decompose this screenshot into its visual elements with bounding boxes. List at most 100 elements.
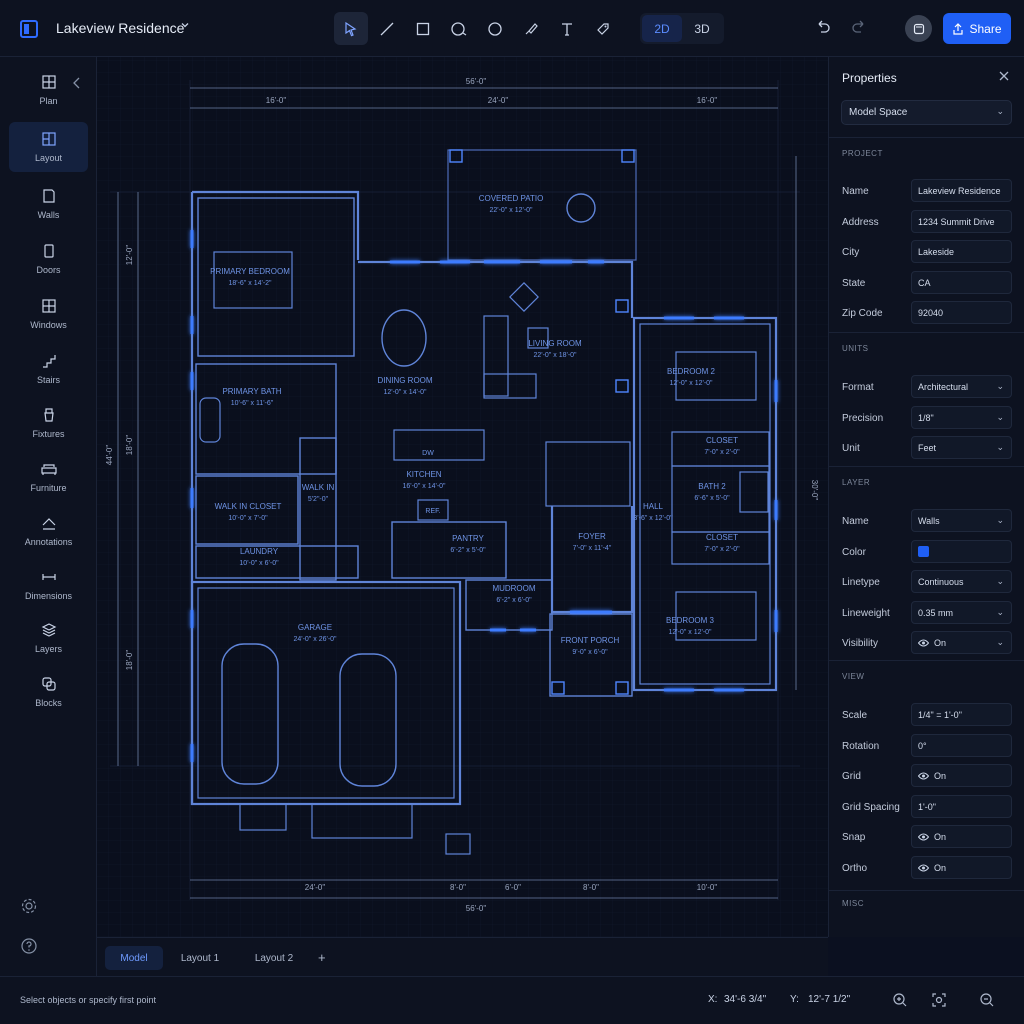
sidebar-item-doors[interactable]: Doors: [9, 234, 88, 284]
project-state-field[interactable]: CA: [911, 270, 1012, 294]
project-address-value: 1234 Summit Drive: [918, 216, 995, 227]
view-grid-field[interactable]: On: [911, 764, 1012, 788]
room-label-hall: HALL: [643, 502, 664, 511]
share-icon: [953, 22, 964, 35]
collapse-sidebar-icon[interactable]: [72, 77, 82, 92]
rectangle-tool-icon[interactable]: [406, 12, 440, 45]
tab-layout-2[interactable]: Layout 2: [254, 952, 294, 964]
project-name-field[interactable]: Lakeview Residence: [911, 179, 1012, 202]
add-tab-icon[interactable]: +: [318, 950, 326, 965]
units-precision-label: Precision: [842, 412, 884, 424]
dim-left-segment: 12'-0": [125, 245, 134, 266]
sidebar-item-label: Doors: [36, 265, 61, 275]
dim-bottom-segment: 24'-0": [305, 883, 326, 892]
layer-color-field[interactable]: [911, 539, 1012, 563]
sidebar-item-layout[interactable]: Layout: [9, 122, 88, 172]
chevron-down-icon[interactable]: [180, 19, 190, 33]
view-2d-button[interactable]: 2D: [642, 15, 682, 42]
layer-visibility-field[interactable]: On⌄: [911, 631, 1012, 655]
project-state-label: State: [842, 277, 866, 289]
room-size-front-porch: 9'-0" x 6'-0": [572, 649, 608, 656]
line-tool-icon[interactable]: [370, 12, 404, 45]
sidebar-item-furniture[interactable]: Furniture: [9, 452, 88, 502]
dim-bottom-segment: 10'-0": [697, 883, 718, 892]
room-size-walk-in-closet: 10'-0" x 7'-0": [228, 515, 268, 522]
layer-lineweight-field[interactable]: 0.35 mm⌄: [911, 600, 1012, 624]
layout-icon: [41, 132, 56, 146]
sidebar-item-layers[interactable]: Layers: [9, 613, 88, 663]
view-snap-value: On: [934, 832, 947, 843]
section-header-layer: LAYER: [842, 478, 871, 487]
layer-linetype-field[interactable]: Continuous⌄: [911, 570, 1012, 594]
window-icon: [41, 299, 56, 313]
view-grid-spacing-field[interactable]: 1'-0": [911, 794, 1012, 818]
redo-icon[interactable]: [850, 18, 868, 41]
room-size-primary-bedroom: 18'-6" x 14'-2": [228, 280, 272, 287]
brush-tool-icon[interactable]: [514, 12, 548, 45]
dim-bottom-segment: 8'-0": [583, 883, 599, 892]
sidebar-item-annotations[interactable]: Annotations: [9, 506, 88, 556]
sidebar-item-stairs[interactable]: Stairs: [9, 344, 88, 394]
zoom-out-icon[interactable]: [979, 992, 995, 1013]
view-grid-value: On: [934, 771, 947, 782]
view-grid-label: Grid: [842, 771, 861, 783]
room-size-garage: 24'-0" x 26'-0": [293, 636, 337, 643]
zoom-in-icon[interactable]: [892, 992, 908, 1013]
view-rotation-field[interactable]: 0°: [911, 733, 1012, 757]
project-city-field[interactable]: Lakeside: [911, 240, 1012, 264]
units-unit-field[interactable]: Feet⌄: [911, 436, 1012, 460]
help-icon[interactable]: [20, 937, 38, 960]
room-label-front-porch: FRONT PORCH: [561, 636, 620, 645]
project-address-field[interactable]: 1234 Summit Drive: [911, 209, 1012, 233]
view-scale-field[interactable]: 1/4" = 1'-0": [911, 703, 1012, 726]
app-logo-icon[interactable]: [20, 20, 38, 38]
select-tool-icon[interactable]: [334, 12, 368, 45]
project-title[interactable]: Lakeview Residence: [56, 20, 185, 36]
sidebar-item-walls[interactable]: Walls: [9, 179, 88, 229]
room-size-hall: 3'-6" x 12'-0": [633, 515, 673, 522]
project-zip-code-field[interactable]: 92040: [911, 301, 1012, 325]
project-zip-code-value: 92040: [918, 308, 944, 319]
room-label-laundry: LAUNDRY: [240, 547, 279, 556]
sidebar-item-windows[interactable]: Windows: [9, 289, 88, 339]
units-unit-label: Unit: [842, 443, 860, 455]
status-bar: Select objects or specify first point X:…: [0, 976, 1024, 1024]
sidebar-item-plan[interactable]: Plan: [9, 65, 88, 115]
settings-icon[interactable]: [20, 897, 38, 920]
dim-bottom-segment: 6'-0": [505, 883, 521, 892]
avatar[interactable]: [905, 15, 932, 42]
close-icon[interactable]: [999, 70, 1009, 84]
room-label-garage: GARAGE: [298, 623, 332, 632]
circle-tool-icon[interactable]: [442, 12, 476, 45]
sidebar-item-blocks[interactable]: Blocks: [9, 667, 88, 717]
tab-model[interactable]: Model: [105, 946, 163, 970]
room-label-primary-bath: PRIMARY BATH: [222, 387, 281, 396]
ellipse-tool-icon[interactable]: [478, 12, 512, 45]
tab-layout-1[interactable]: Layout 1: [180, 952, 220, 964]
zoom-extents-icon[interactable]: [931, 992, 947, 1013]
room-size-dining-room: 12'-0" x 14'-0": [383, 389, 427, 396]
y-coord-label: Y:: [790, 994, 799, 1005]
layer-name-field[interactable]: Walls⌄: [911, 509, 1012, 532]
room-size-kitchen: 16'-0" x 14'-0": [402, 483, 446, 490]
sofa-icon: [40, 464, 57, 475]
units-precision-field[interactable]: 1/8"⌄: [911, 405, 1012, 429]
sidebar-item-dimensions[interactable]: Dimensions: [9, 560, 88, 610]
view-3d-button[interactable]: 3D: [694, 21, 710, 36]
sidebar-item-fixtures[interactable]: Fixtures: [9, 398, 88, 448]
section-header-misc: MISC: [842, 899, 864, 908]
view-snap-field[interactable]: On: [911, 825, 1012, 849]
section-header-units: UNITS: [842, 344, 869, 353]
view-ortho-field[interactable]: On: [911, 856, 1012, 879]
project-name-label: Name: [842, 186, 869, 197]
top-bar: Lakeview Residence 2D 3D: [0, 0, 1024, 57]
units-format-field[interactable]: Architectural⌄: [911, 375, 1012, 398]
text-tool-icon[interactable]: [550, 12, 584, 45]
share-button[interactable]: Share: [943, 13, 1011, 44]
units-unit-value: Feet: [918, 443, 937, 454]
tag-tool-icon[interactable]: [586, 12, 620, 45]
undo-icon[interactable]: [814, 18, 832, 41]
layer-lineweight-value: 0.35 mm: [918, 607, 954, 618]
space-select[interactable]: Model Space ⌄: [841, 100, 1012, 125]
